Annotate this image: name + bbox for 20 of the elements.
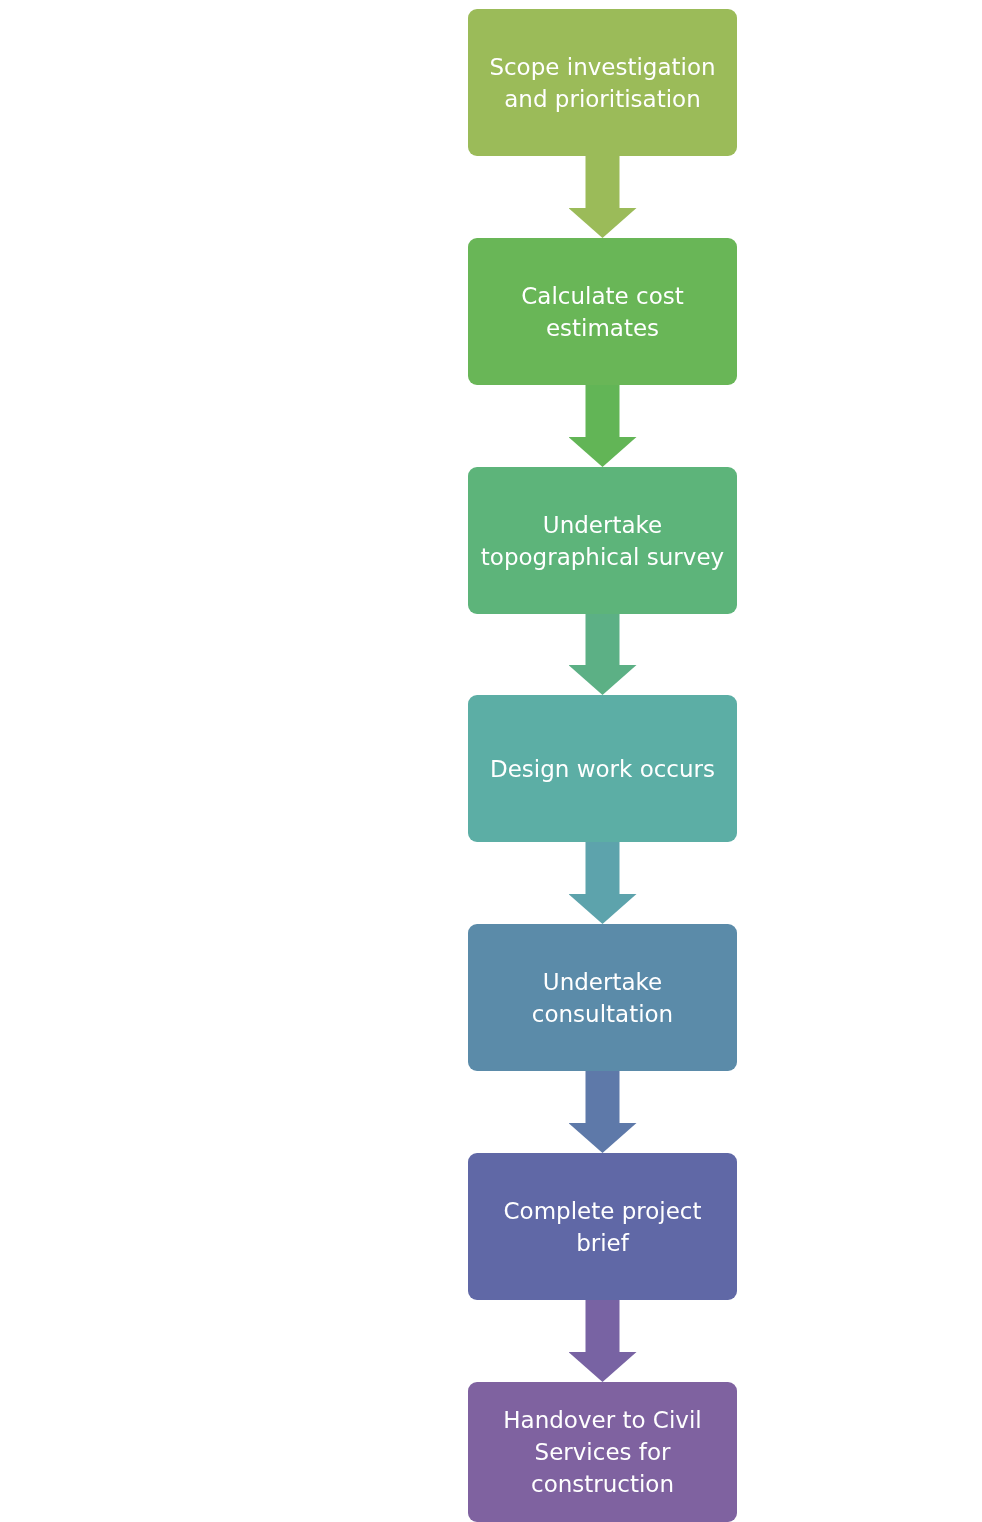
step-label: Calculate cost estimates	[520, 281, 685, 343]
step-label: Handover to Civil Services for construction	[502, 1406, 703, 1499]
process-box	[468, 238, 737, 385]
step-label: Complete project brief	[502, 1196, 703, 1258]
process-box	[468, 695, 737, 842]
block-arrow	[568, 385, 637, 467]
block-arrow	[568, 1071, 637, 1153]
process-box	[468, 924, 737, 1071]
step-label: Undertake topographical survey	[479, 510, 726, 572]
process-box	[468, 1153, 737, 1300]
process-box	[468, 467, 737, 614]
step-label: Undertake consultation	[530, 967, 675, 1029]
block-arrow	[568, 842, 637, 924]
process-box	[468, 9, 737, 156]
block-arrow	[568, 614, 637, 695]
step-label: Design work occurs	[489, 754, 716, 784]
process-box	[468, 1382, 737, 1522]
block-arrow	[568, 1300, 637, 1382]
block-arrow	[568, 156, 637, 238]
step-label: Scope investigation and prioritisation	[488, 52, 717, 114]
